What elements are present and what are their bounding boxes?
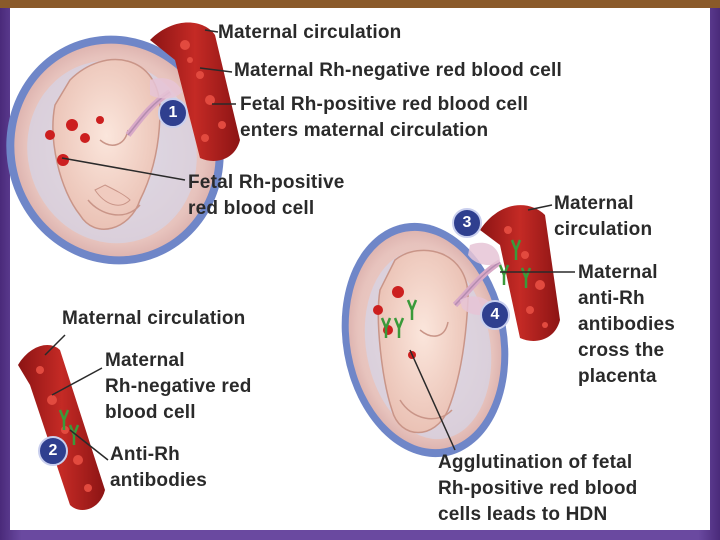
step-badge-2: 2 <box>38 436 68 466</box>
label-maternal-rh-negative-2c: blood cell <box>105 402 196 423</box>
panel-1-uterus <box>6 22 240 265</box>
label-maternal-rh-negative-2b: Rh-negative red <box>105 376 252 397</box>
label-agglutination-b: Rh-positive red blood <box>438 478 638 499</box>
label-fetal-cell-enters-b: enters maternal circulation <box>240 120 489 141</box>
label-fetal-rh-positive-a: Fetal Rh-positive <box>188 172 345 193</box>
label-agglutination-c: cells leads to HDN <box>438 504 608 525</box>
label-anti-rh-cross-d: cross the <box>578 340 665 361</box>
label-anti-rh-antibodies-a: Anti-Rh <box>110 444 180 465</box>
antibodies-panel-3 <box>380 299 418 338</box>
slide-top-bar <box>0 0 720 8</box>
panel-3-uterus <box>341 204 575 458</box>
label-maternal-rh-negative-cell-1: Maternal Rh-negative red blood cell <box>234 60 562 81</box>
antibodies-panel-2 <box>58 409 80 445</box>
label-anti-rh-antibodies-b: antibodies <box>110 470 208 491</box>
label-agglutination-a: Agglutination of fetal <box>438 452 633 473</box>
label-maternal-circulation-3b: circulation <box>554 219 653 240</box>
label-maternal-circulation-1: Maternal circulation <box>218 22 402 43</box>
label-maternal-rh-negative-2a: Maternal <box>105 350 185 371</box>
step-badge-1: 1 <box>158 98 188 128</box>
label-anti-rh-cross-c: antibodies <box>578 314 676 335</box>
label-anti-rh-cross-e: placenta <box>578 366 657 387</box>
step-badge-3: 3 <box>452 208 482 238</box>
label-maternal-circulation-2: Maternal circulation <box>62 308 246 329</box>
panel-2-vessel <box>18 334 109 510</box>
label-fetal-rh-positive-b: red blood cell <box>188 198 315 219</box>
label-maternal-circulation-3a: Maternal <box>554 193 634 214</box>
label-fetal-cell-enters-a: Fetal Rh-positive red blood cell <box>240 94 529 115</box>
label-anti-rh-cross-a: Maternal <box>578 262 658 283</box>
label-anti-rh-cross-b: anti-Rh <box>578 288 645 309</box>
step-badge-4: 4 <box>480 300 510 330</box>
fetal-cells-panel-1 <box>45 116 104 166</box>
fetal-cells-panel-3 <box>373 286 416 359</box>
